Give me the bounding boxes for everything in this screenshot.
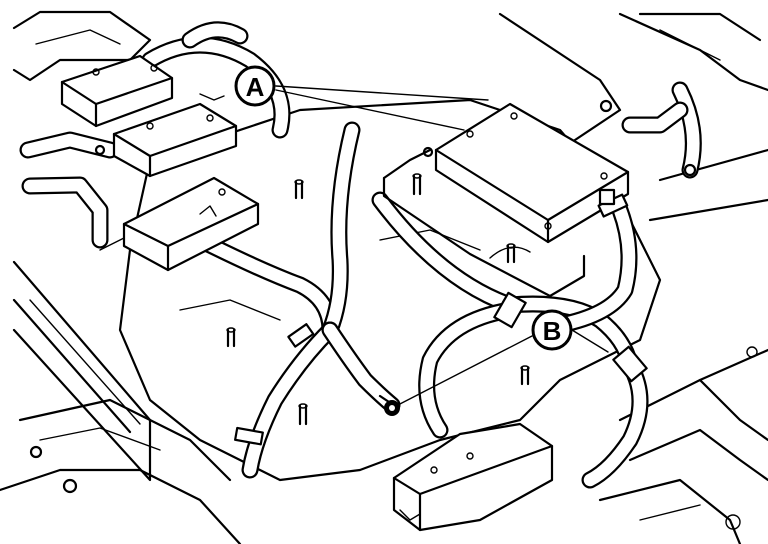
connector-block-bottom [392, 422, 554, 532]
relay-module-top [60, 54, 174, 128]
callout-a: A [234, 65, 276, 107]
hose-clips [234, 188, 648, 446]
callout-b: B [531, 309, 573, 351]
callout-a-label: A [246, 72, 265, 102]
relay-module-lower [99, 176, 260, 272]
hoses [19, 21, 702, 489]
relay-module-middle [112, 93, 238, 178]
control-unit-box [382, 102, 630, 298]
callout-b-label: B [543, 316, 562, 346]
studs [29, 99, 697, 494]
leader-lines [275, 85, 609, 407]
ground-bolt [378, 394, 400, 416]
